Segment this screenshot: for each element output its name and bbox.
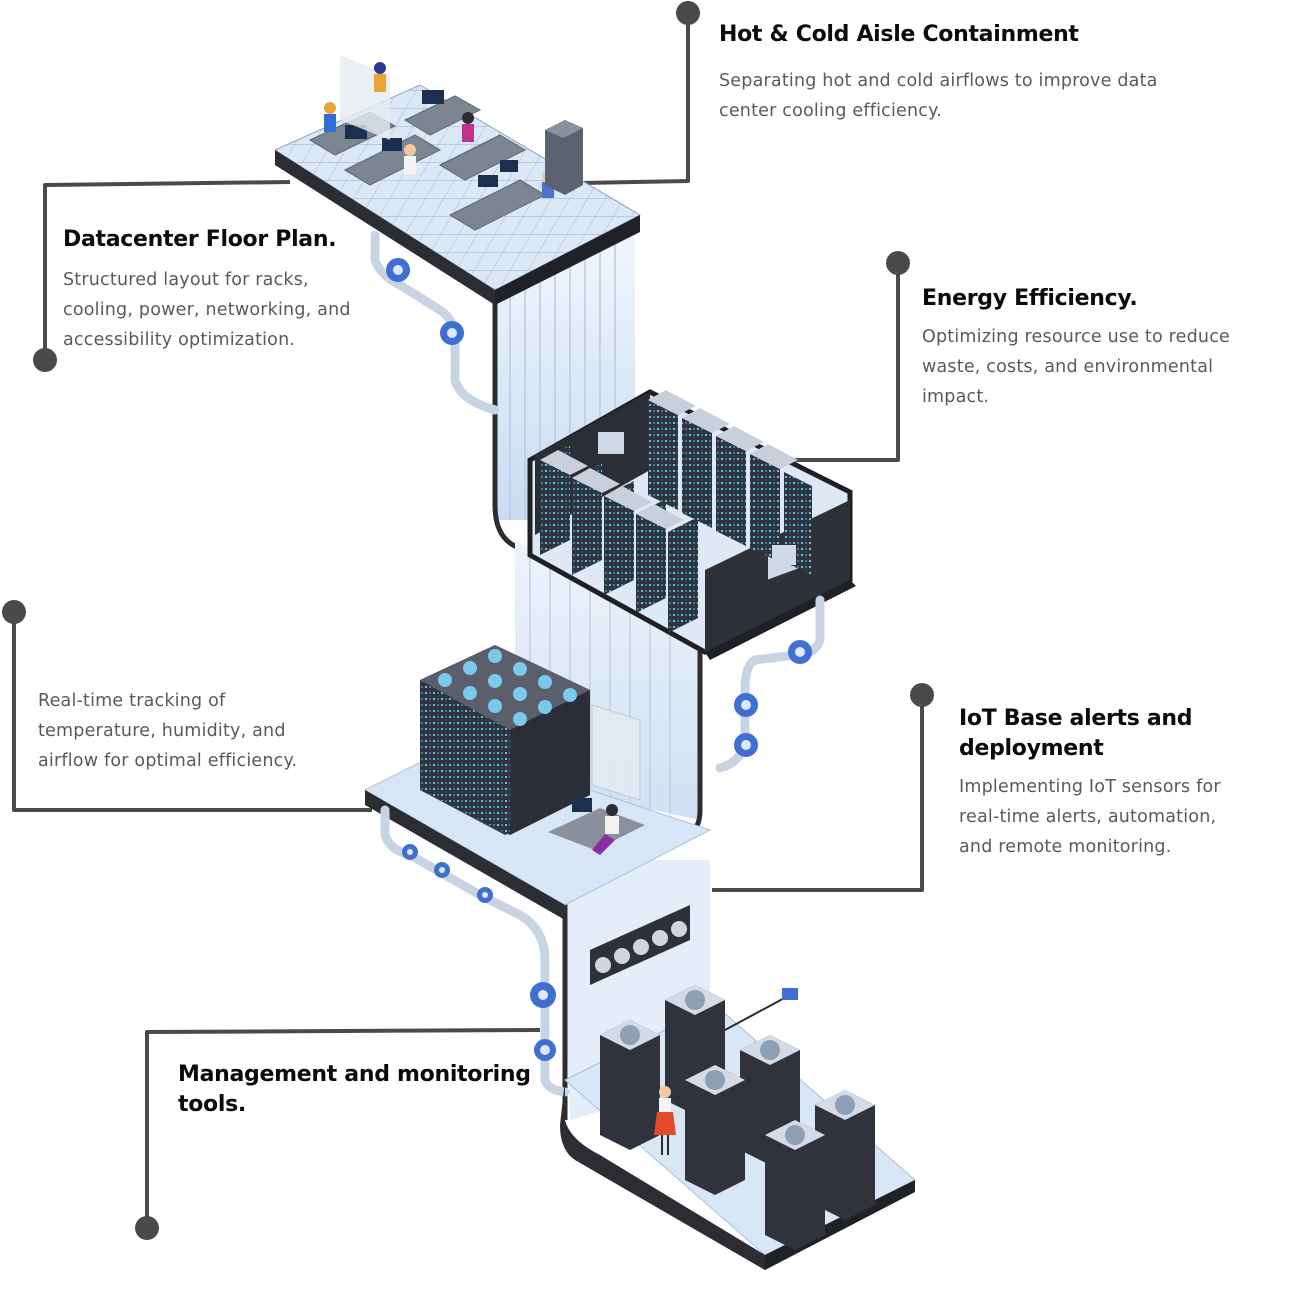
connector-iot bbox=[712, 695, 924, 892]
cooling-platform bbox=[560, 905, 916, 1270]
callout-title: Energy Efficiency. bbox=[922, 286, 1138, 311]
callout-description: Real-time tracking of temperature, humid… bbox=[38, 691, 298, 771]
callout-description: Implementing IoT sensors for real-time a… bbox=[959, 777, 1221, 857]
server-room bbox=[527, 389, 856, 660]
callout-management-tools: Management and monitoring tools. bbox=[178, 1060, 531, 1120]
cooling-pipes-top bbox=[370, 230, 500, 415]
callout-title: Datacenter Floor Plan. bbox=[63, 227, 337, 252]
dot-iot bbox=[910, 683, 934, 707]
connector-energy bbox=[790, 263, 900, 462]
connector-management bbox=[145, 1028, 541, 1228]
connector-monitoring bbox=[12, 612, 372, 812]
callout-connectors bbox=[12, 13, 924, 1228]
callout-hot-cold-aisle: Hot & Cold Aisle Containment Separating … bbox=[719, 20, 1158, 126]
callout-energy-efficiency: Energy Efficiency. Optimizing resource u… bbox=[922, 284, 1230, 412]
dot-management bbox=[135, 1216, 159, 1240]
floor-plan-platform bbox=[273, 55, 642, 305]
connector-hot-cold bbox=[579, 13, 690, 185]
callout-title: Management and monitoring tools. bbox=[178, 1062, 531, 1117]
callout-dots bbox=[2, 1, 934, 1240]
connector-floor-plan bbox=[43, 180, 291, 360]
cooling-pipes-lower bbox=[380, 805, 570, 1097]
callout-realtime-monitoring: Real-time tracking of temperature, humid… bbox=[38, 686, 297, 776]
callout-title: Hot & Cold Aisle Containment bbox=[719, 22, 1079, 47]
callout-description: Structured layout for racks, cooling, po… bbox=[63, 270, 351, 350]
callout-description: Optimizing resource use to reduce waste,… bbox=[922, 327, 1231, 407]
monitoring-platform bbox=[363, 645, 712, 920]
dot-floor-plan bbox=[33, 348, 57, 372]
callout-iot-alerts: IoT Base alerts and deployment Implement… bbox=[959, 704, 1221, 862]
cooling-pipes-middle bbox=[715, 595, 825, 773]
dot-hot-cold bbox=[676, 1, 700, 25]
callout-description: Separating hot and cold airflows to impr… bbox=[719, 71, 1158, 121]
dot-monitoring bbox=[2, 600, 26, 624]
dot-energy bbox=[886, 251, 910, 275]
callout-datacenter-floor-plan: Datacenter Floor Plan. Structured layout… bbox=[63, 225, 351, 355]
callout-title: IoT Base alerts and deployment bbox=[959, 706, 1193, 761]
